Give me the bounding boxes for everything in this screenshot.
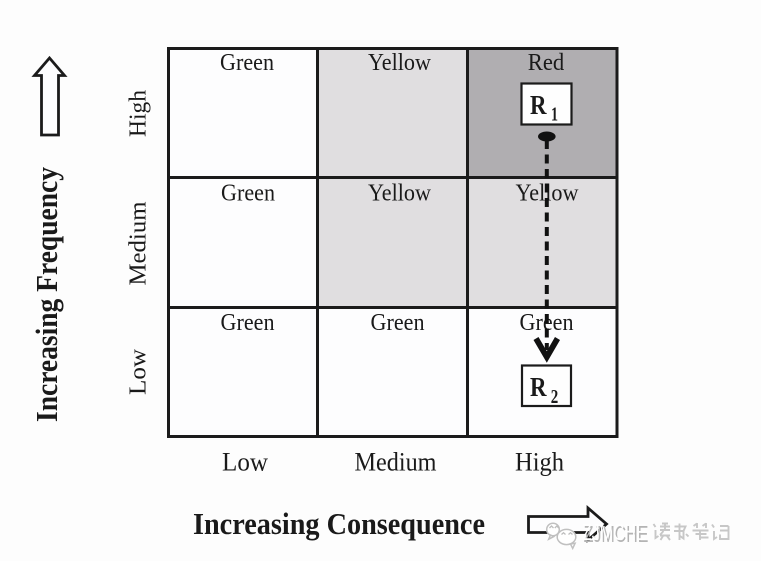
svg-text:Yellow: Yellow	[368, 181, 432, 207]
svg-text:R: R	[530, 372, 547, 402]
svg-text:ZJMCHE: ZJMCHE	[584, 521, 649, 547]
svg-text:ZJMCHE: ZJMCHE	[582, 519, 647, 545]
svg-text:Low: Low	[222, 448, 268, 477]
svg-text:Medium: Medium	[355, 448, 437, 477]
svg-text:Green: Green	[221, 181, 275, 207]
svg-text:1: 1	[551, 105, 558, 126]
svg-text:Increasing Frequency: Increasing Frequency	[29, 167, 64, 422]
svg-text:High: High	[515, 448, 564, 477]
svg-text:R: R	[530, 90, 547, 120]
svg-text:Low: Low	[126, 348, 152, 395]
svg-text:Medium: Medium	[126, 201, 152, 285]
svg-text:Green: Green	[221, 310, 275, 336]
svg-text:Green: Green	[220, 50, 274, 76]
svg-text:Green: Green	[371, 310, 425, 336]
svg-text:Increasing Consequence: Increasing Consequence	[193, 506, 485, 541]
svg-text:Red: Red	[528, 50, 565, 76]
svg-text:High: High	[126, 90, 152, 137]
svg-text:Yellow: Yellow	[368, 50, 432, 76]
svg-text:2: 2	[551, 387, 559, 408]
